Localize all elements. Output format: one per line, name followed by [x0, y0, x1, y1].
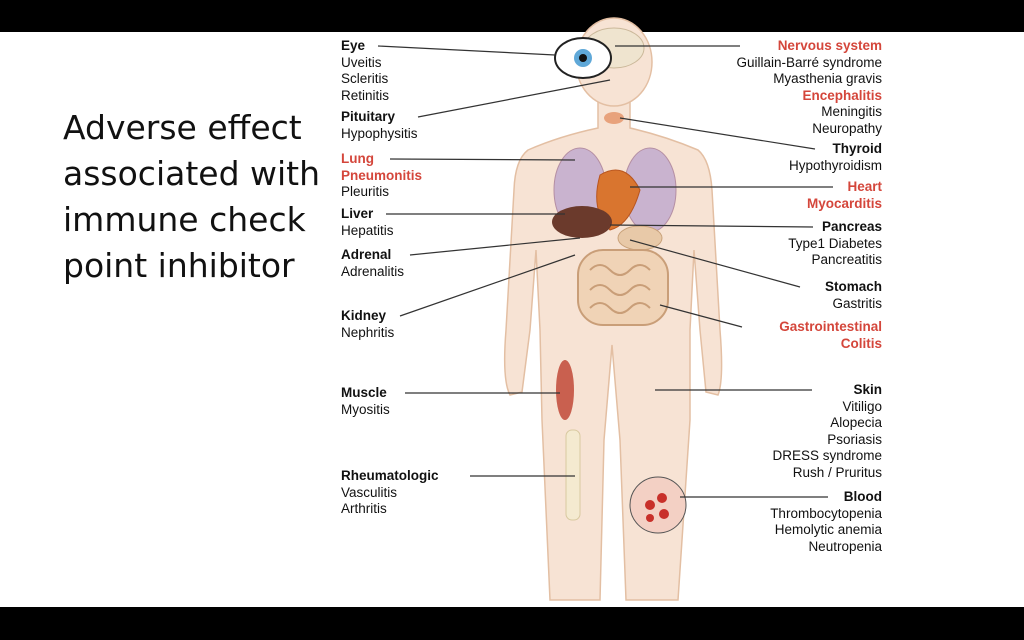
- condition-label: Meningitis: [821, 104, 882, 119]
- muscle: [556, 360, 574, 420]
- condition-label: Guillain-Barré syndrome: [736, 54, 882, 70]
- thyroid: [604, 112, 624, 124]
- organ-label: Skin: [853, 382, 882, 397]
- highlighted-condition: Colitis: [840, 335, 882, 351]
- organ-label: Rheumatologic: [341, 468, 439, 483]
- condition-label: Myasthenia gravis: [773, 71, 882, 86]
- condition-label: Scleritis: [341, 71, 389, 86]
- organ-label: Heart: [847, 179, 882, 194]
- condition-label: Type1 Diabetes: [788, 235, 882, 251]
- condition-label: Uveitis: [341, 54, 382, 70]
- organ-label: Kidney: [341, 308, 387, 323]
- condition-label: DRESS syndrome: [772, 448, 882, 463]
- highlighted-condition: Pneumonitis: [341, 167, 423, 183]
- condition-label: Retinitis: [341, 87, 390, 103]
- condition-label: Gastritis: [832, 295, 882, 311]
- condition-label: Nephritis: [341, 324, 395, 340]
- condition-label: Hemolytic anemia: [774, 522, 882, 537]
- title-line: point inhibitor: [63, 246, 295, 285]
- condition-label: Hypothyroidism: [788, 157, 882, 173]
- condition-label: Vitiligo: [842, 398, 882, 414]
- title-line: immune check: [63, 200, 306, 239]
- organ-label: Eye: [341, 38, 366, 53]
- condition-label: Pancreatitis: [811, 252, 882, 267]
- organ-label: Lung: [341, 151, 374, 166]
- leader-lines: [377, 45, 833, 498]
- organ-label: Gastrointestinal: [779, 319, 882, 334]
- blood-vessel: [629, 476, 687, 534]
- highlighted-condition: Encephalitis: [802, 87, 882, 103]
- organ-label: Liver: [341, 206, 374, 221]
- intestines: [577, 249, 669, 326]
- liver: [552, 206, 612, 238]
- slide-title: Adverse effect associated with immune ch…: [63, 105, 320, 289]
- condition-label: Hepatitis: [341, 222, 394, 238]
- condition-label: Pleuritis: [341, 184, 390, 199]
- organ-label: Adrenal: [341, 247, 392, 262]
- organ-label: Pancreas: [821, 219, 882, 234]
- organ-label: Nervous system: [777, 38, 882, 53]
- condition-label: Vasculitis: [341, 484, 398, 500]
- highlighted-condition: Myocarditis: [806, 195, 882, 211]
- organ-label: Muscle: [341, 385, 387, 400]
- title-line: Adverse effect: [63, 108, 302, 147]
- organ-label: Blood: [843, 489, 882, 504]
- condition-label: Neutropenia: [808, 538, 882, 554]
- condition-label: Neuropathy: [812, 120, 882, 136]
- condition-label: Hypophysitis: [341, 125, 418, 141]
- condition-label: Psoriasis: [827, 431, 882, 447]
- organ-label: Thyroid: [832, 141, 883, 156]
- organ-label: Pituitary: [341, 109, 396, 124]
- condition-label: Arthritis: [341, 501, 387, 516]
- condition-label: Rush / Pruritus: [792, 464, 882, 480]
- condition-label: Thrombocytopenia: [770, 505, 882, 521]
- condition-label: Adrenalitis: [341, 263, 405, 279]
- title-line: associated with: [63, 154, 321, 193]
- eye-illustration: [554, 37, 612, 79]
- organ-label: Stomach: [824, 279, 882, 294]
- condition-label: Alopecia: [830, 415, 882, 430]
- condition-label: Myositis: [341, 401, 390, 417]
- knee-joint: [565, 429, 581, 521]
